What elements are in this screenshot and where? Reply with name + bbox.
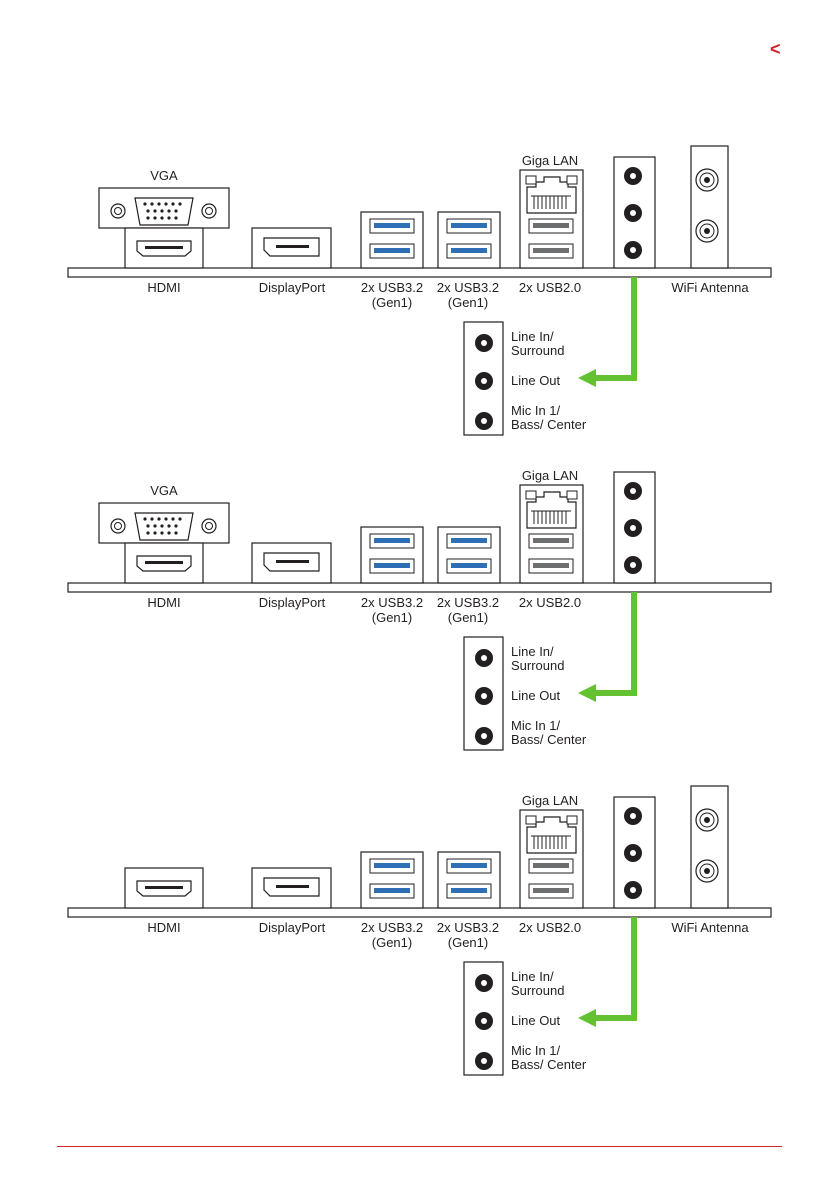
usb32-a-label-line2: (Gen1) <box>371 610 413 625</box>
usb32-a-label-line2: (Gen1) <box>371 935 413 950</box>
usb32-a-label-line1: 2x USB3.2 <box>360 595 424 610</box>
lan-usb20-port-group-icon <box>519 809 584 909</box>
usb32-port-group-a-icon <box>360 211 424 269</box>
hdmi-label: HDMI <box>147 920 181 935</box>
usb32-port-group-a-icon <box>360 851 424 909</box>
line-out-arrow-icon <box>578 592 637 702</box>
io-shield-bar <box>67 907 772 918</box>
hdmi-label: HDMI <box>147 280 181 295</box>
page-marker: < <box>770 39 781 59</box>
vga-port-icon <box>98 502 230 544</box>
usb32-a-label-line1: 2x USB3.2 <box>360 920 424 935</box>
line-in-label-line1: Line In/ <box>511 969 554 984</box>
wifi-antenna-connector-icon <box>690 785 729 909</box>
usb20-label: 2x USB2.0 <box>518 920 582 935</box>
vga-port-icon <box>98 187 230 229</box>
mic-in-label-line2: Bass/ Center <box>511 417 587 432</box>
wifi-antenna-label: WiFi Antenna <box>671 280 749 295</box>
mic-in-label-line1: Mic In 1/ <box>511 403 561 418</box>
usb32-port-group-a-icon <box>360 526 424 584</box>
io-panel-drawing <box>67 785 772 1076</box>
wifi-antenna-connector-icon <box>690 145 729 269</box>
usb32-b-label-line2: (Gen1) <box>447 610 489 625</box>
footer-divider <box>57 1146 782 1147</box>
giga-lan-label: Giga LAN <box>521 793 579 808</box>
usb32-a-label-line1: 2x USB3.2 <box>360 280 424 295</box>
vga-label: VGA <box>150 168 178 183</box>
io-panel-2: VGA Giga LAN HDMI DisplayPort 2x USB3.2 … <box>0 315 839 755</box>
line-in-label-line1: Line In/ <box>511 644 554 659</box>
audio-detail-box <box>463 321 504 436</box>
displayport-label: DisplayPort <box>258 920 326 935</box>
displayport-label: DisplayPort <box>258 280 326 295</box>
mic-in-label-line2: Bass/ Center <box>511 1057 587 1072</box>
usb32-b-label-line1: 2x USB3.2 <box>436 280 500 295</box>
usb32-port-group-b-icon <box>437 851 501 909</box>
usb32-b-label-line2: (Gen1) <box>447 295 489 310</box>
io-panel-drawing <box>67 471 772 751</box>
usb32-b-label-line2: (Gen1) <box>447 935 489 950</box>
lan-usb20-port-group-icon <box>519 169 584 269</box>
hdmi-port-icon <box>124 227 204 269</box>
mic-in-label-line2: Bass/ Center <box>511 732 587 747</box>
usb32-b-label-line1: 2x USB3.2 <box>436 595 500 610</box>
mic-in-label-line1: Mic In 1/ <box>511 1043 561 1058</box>
line-in-label-line2: Surround <box>511 343 565 358</box>
line-out-label: Line Out <box>511 1013 561 1028</box>
hdmi-port-icon <box>124 542 204 584</box>
audio-detail-box <box>463 636 504 751</box>
audio-jack-stack-icon <box>613 471 656 584</box>
displayport-label: DisplayPort <box>258 595 326 610</box>
io-panel-drawing <box>67 145 772 436</box>
audio-detail-box <box>463 961 504 1076</box>
giga-lan-label: Giga LAN <box>521 153 579 168</box>
wifi-antenna-label: WiFi Antenna <box>671 920 749 935</box>
hdmi-label: HDMI <box>147 595 181 610</box>
line-out-arrow-icon <box>578 277 637 387</box>
usb32-port-group-b-icon <box>437 211 501 269</box>
vga-label: VGA <box>150 483 178 498</box>
mic-in-label-line1: Mic In 1/ <box>511 718 561 733</box>
displayport-port-icon <box>251 542 332 584</box>
io-shield-bar <box>67 582 772 593</box>
usb20-label: 2x USB2.0 <box>518 280 582 295</box>
io-panel-3: Giga LAN HDMI DisplayPort 2x USB3.2 (Gen… <box>0 640 839 1080</box>
hdmi-port-icon <box>124 867 204 909</box>
usb32-b-label-line1: 2x USB3.2 <box>436 920 500 935</box>
displayport-port-icon <box>251 227 332 269</box>
usb32-port-group-b-icon <box>437 526 501 584</box>
usb32-a-label-line2: (Gen1) <box>371 295 413 310</box>
line-out-arrow-icon <box>578 917 637 1027</box>
line-out-label: Line Out <box>511 688 561 703</box>
audio-jack-stack-icon <box>613 156 656 269</box>
lan-usb20-port-group-icon <box>519 484 584 584</box>
audio-jack-stack-icon <box>613 796 656 909</box>
line-out-label: Line Out <box>511 373 561 388</box>
io-shield-bar <box>67 267 772 278</box>
giga-lan-label: Giga LAN <box>521 468 579 483</box>
line-in-label-line2: Surround <box>511 983 565 998</box>
usb20-label: 2x USB2.0 <box>518 595 582 610</box>
io-panel-1: VGA Giga LAN HDMI DisplayPort 2x USB3.2 … <box>0 0 839 440</box>
line-in-label-line2: Surround <box>511 658 565 673</box>
displayport-port-icon <box>251 867 332 909</box>
line-in-label-line1: Line In/ <box>511 329 554 344</box>
